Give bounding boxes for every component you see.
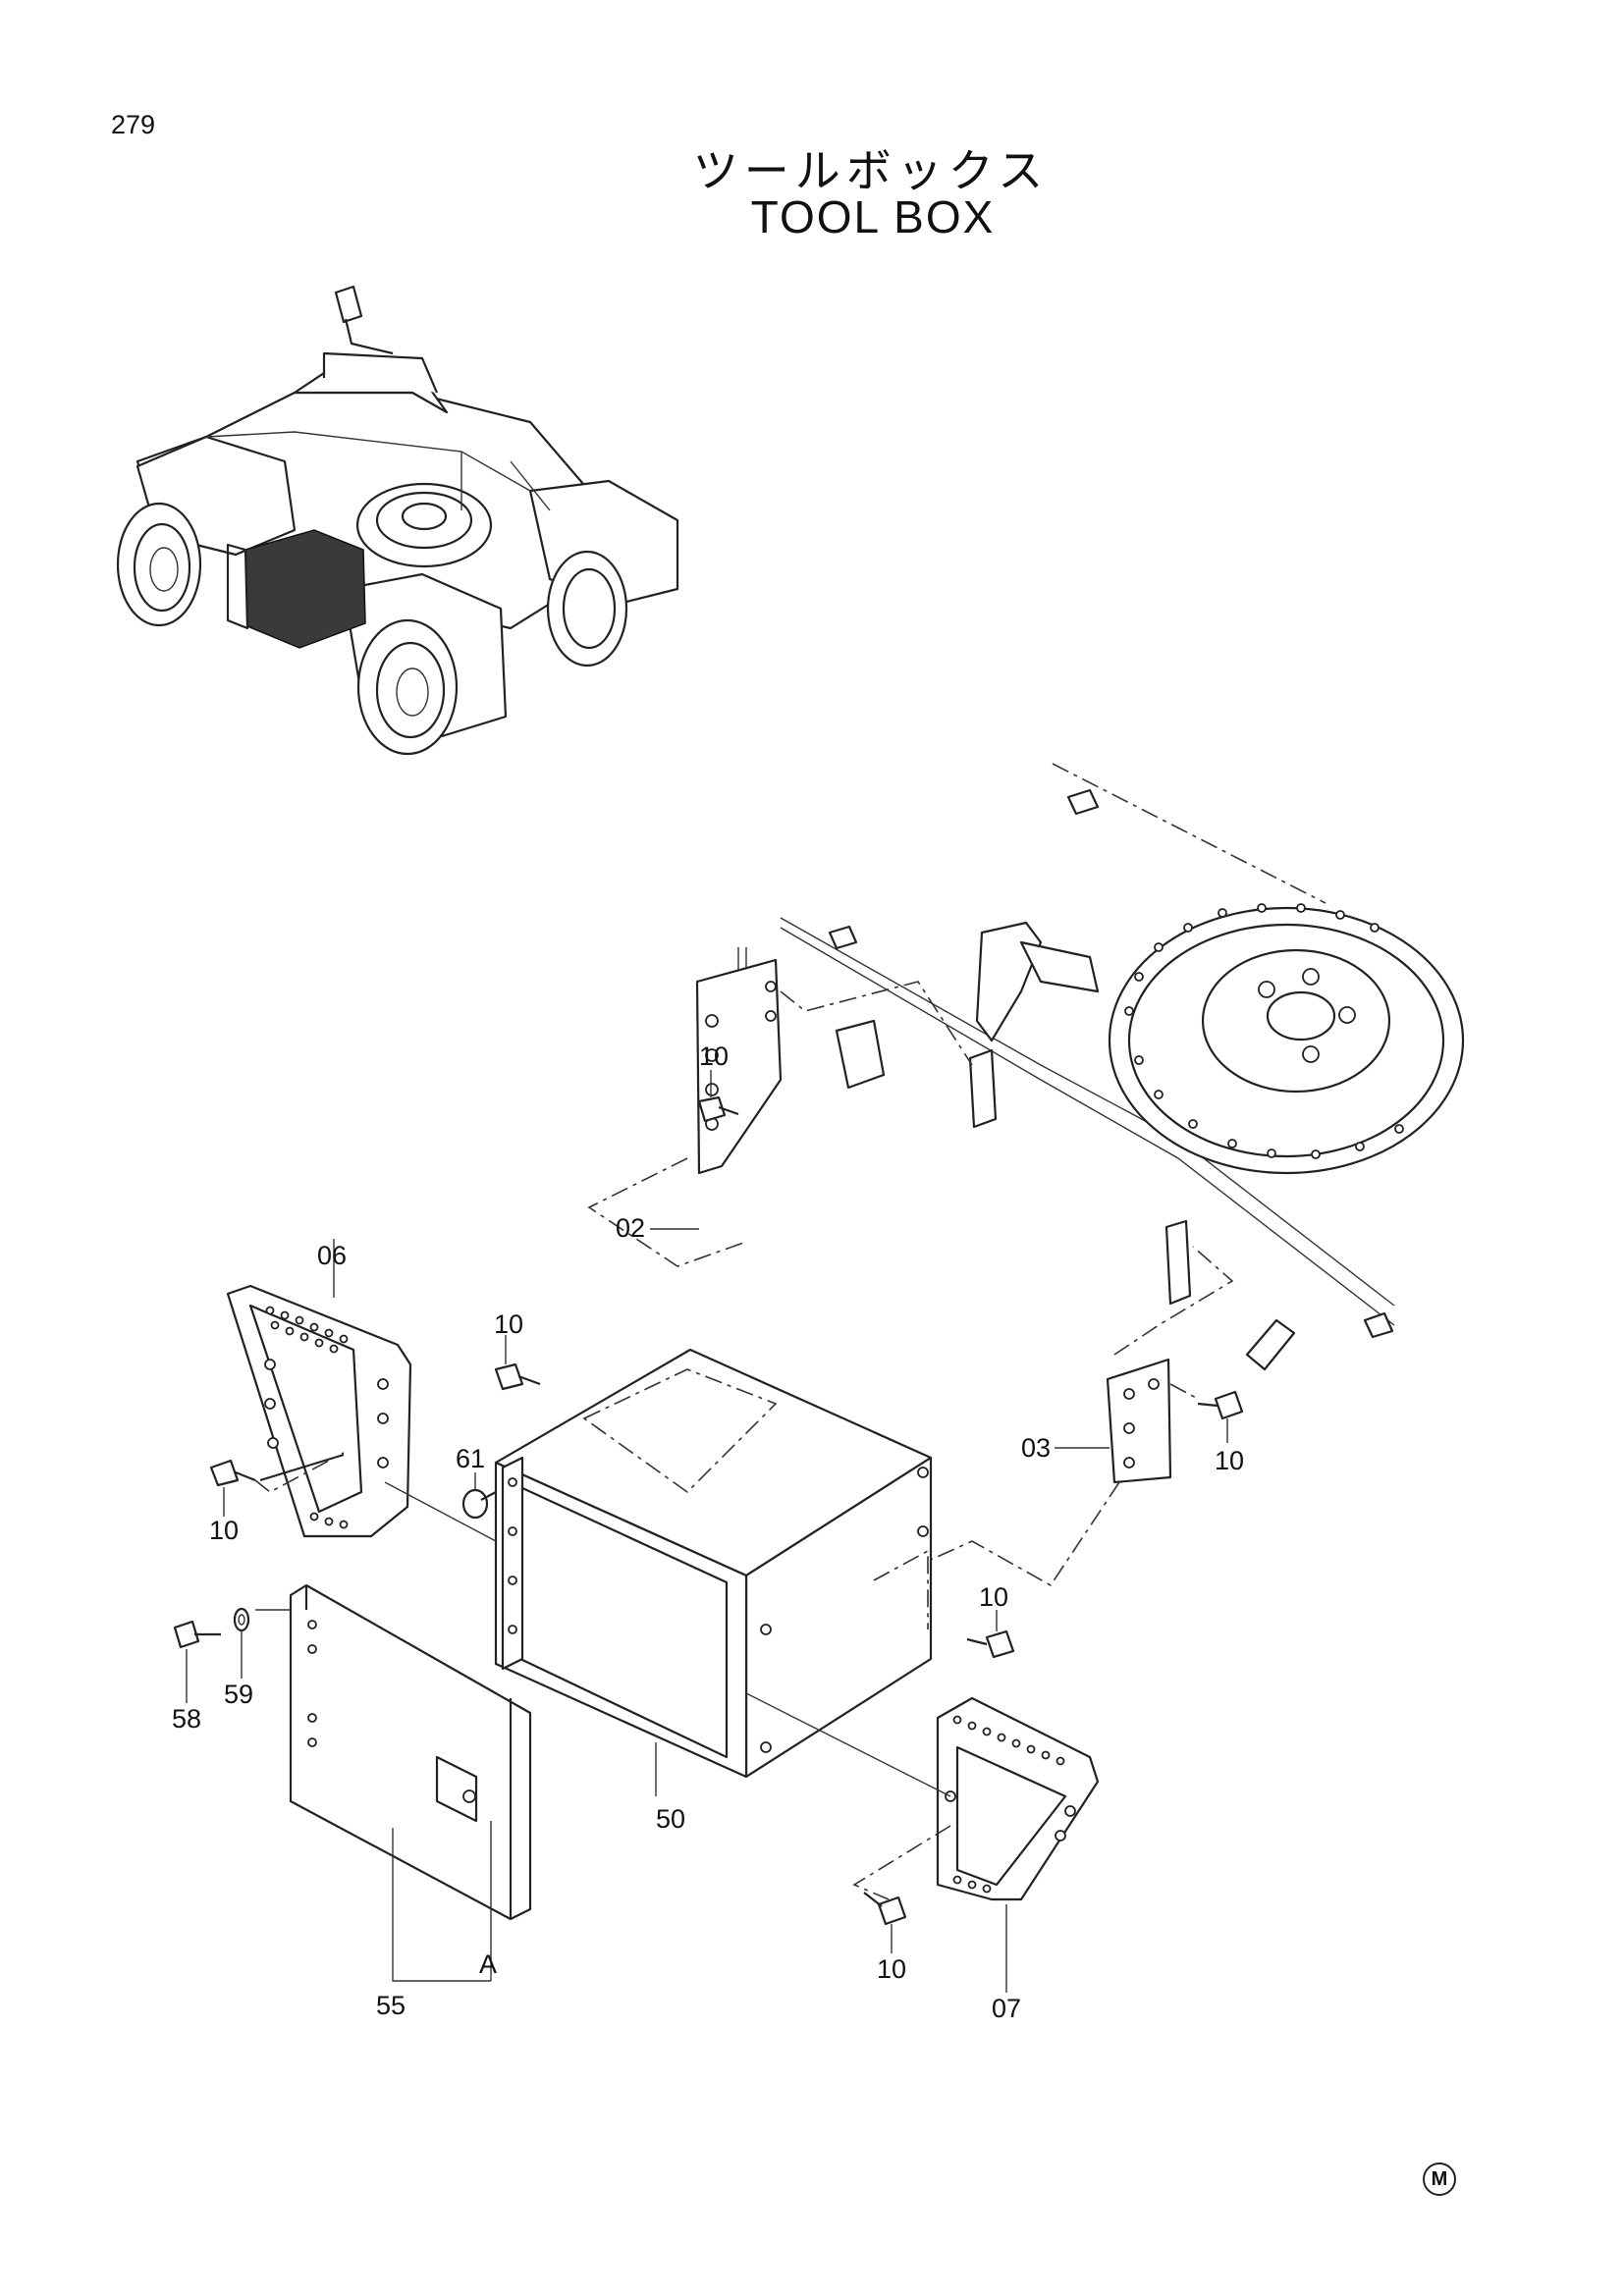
upper-frame-illustration xyxy=(737,763,1465,1371)
washer-59 xyxy=(233,1607,291,1679)
bracket-03 xyxy=(872,1246,1234,1621)
bolt-58 xyxy=(173,1620,221,1703)
bracket-02 xyxy=(587,958,973,1267)
label-10c: 10 xyxy=(209,1516,239,1545)
bolt-10d xyxy=(1197,1390,1244,1443)
label-50: 50 xyxy=(656,1804,685,1834)
label-10f: 10 xyxy=(877,1954,906,1984)
label-58: 58 xyxy=(172,1704,201,1734)
bolt-10-group xyxy=(209,1070,1244,1953)
label-10a: 10 xyxy=(699,1041,729,1071)
maker-mark-icon: M xyxy=(1423,2163,1456,2196)
label-55: 55 xyxy=(376,1991,406,2020)
bolt-10f xyxy=(863,1892,907,1953)
plug-61 xyxy=(461,1472,497,1520)
label-06: 06 xyxy=(317,1241,347,1270)
label-10d: 10 xyxy=(1215,1446,1244,1475)
label-10b: 10 xyxy=(494,1309,523,1339)
label-07: 07 xyxy=(992,1994,1021,2023)
page-number: 279 xyxy=(111,110,156,139)
title-english: TOOL BOX xyxy=(750,191,996,242)
title-japanese: ツールボックス xyxy=(692,144,1050,197)
machine-overview-illustration xyxy=(116,285,679,756)
label-59: 59 xyxy=(224,1680,253,1709)
label-A: A xyxy=(479,1949,497,1979)
label-03: 03 xyxy=(1021,1433,1051,1463)
step-07 xyxy=(745,1692,1100,1993)
bolt-10a xyxy=(697,1070,739,1123)
step-06 xyxy=(226,1239,497,1542)
label-10e: 10 xyxy=(979,1582,1008,1612)
tool-box-50 xyxy=(494,1348,933,1796)
bolt-10c xyxy=(209,1452,345,1517)
bolt-10e xyxy=(966,1610,1015,1659)
label-61: 61 xyxy=(456,1444,485,1473)
door-55 xyxy=(289,1583,532,1982)
bolt-10b xyxy=(494,1335,541,1391)
label-02: 02 xyxy=(616,1213,645,1243)
